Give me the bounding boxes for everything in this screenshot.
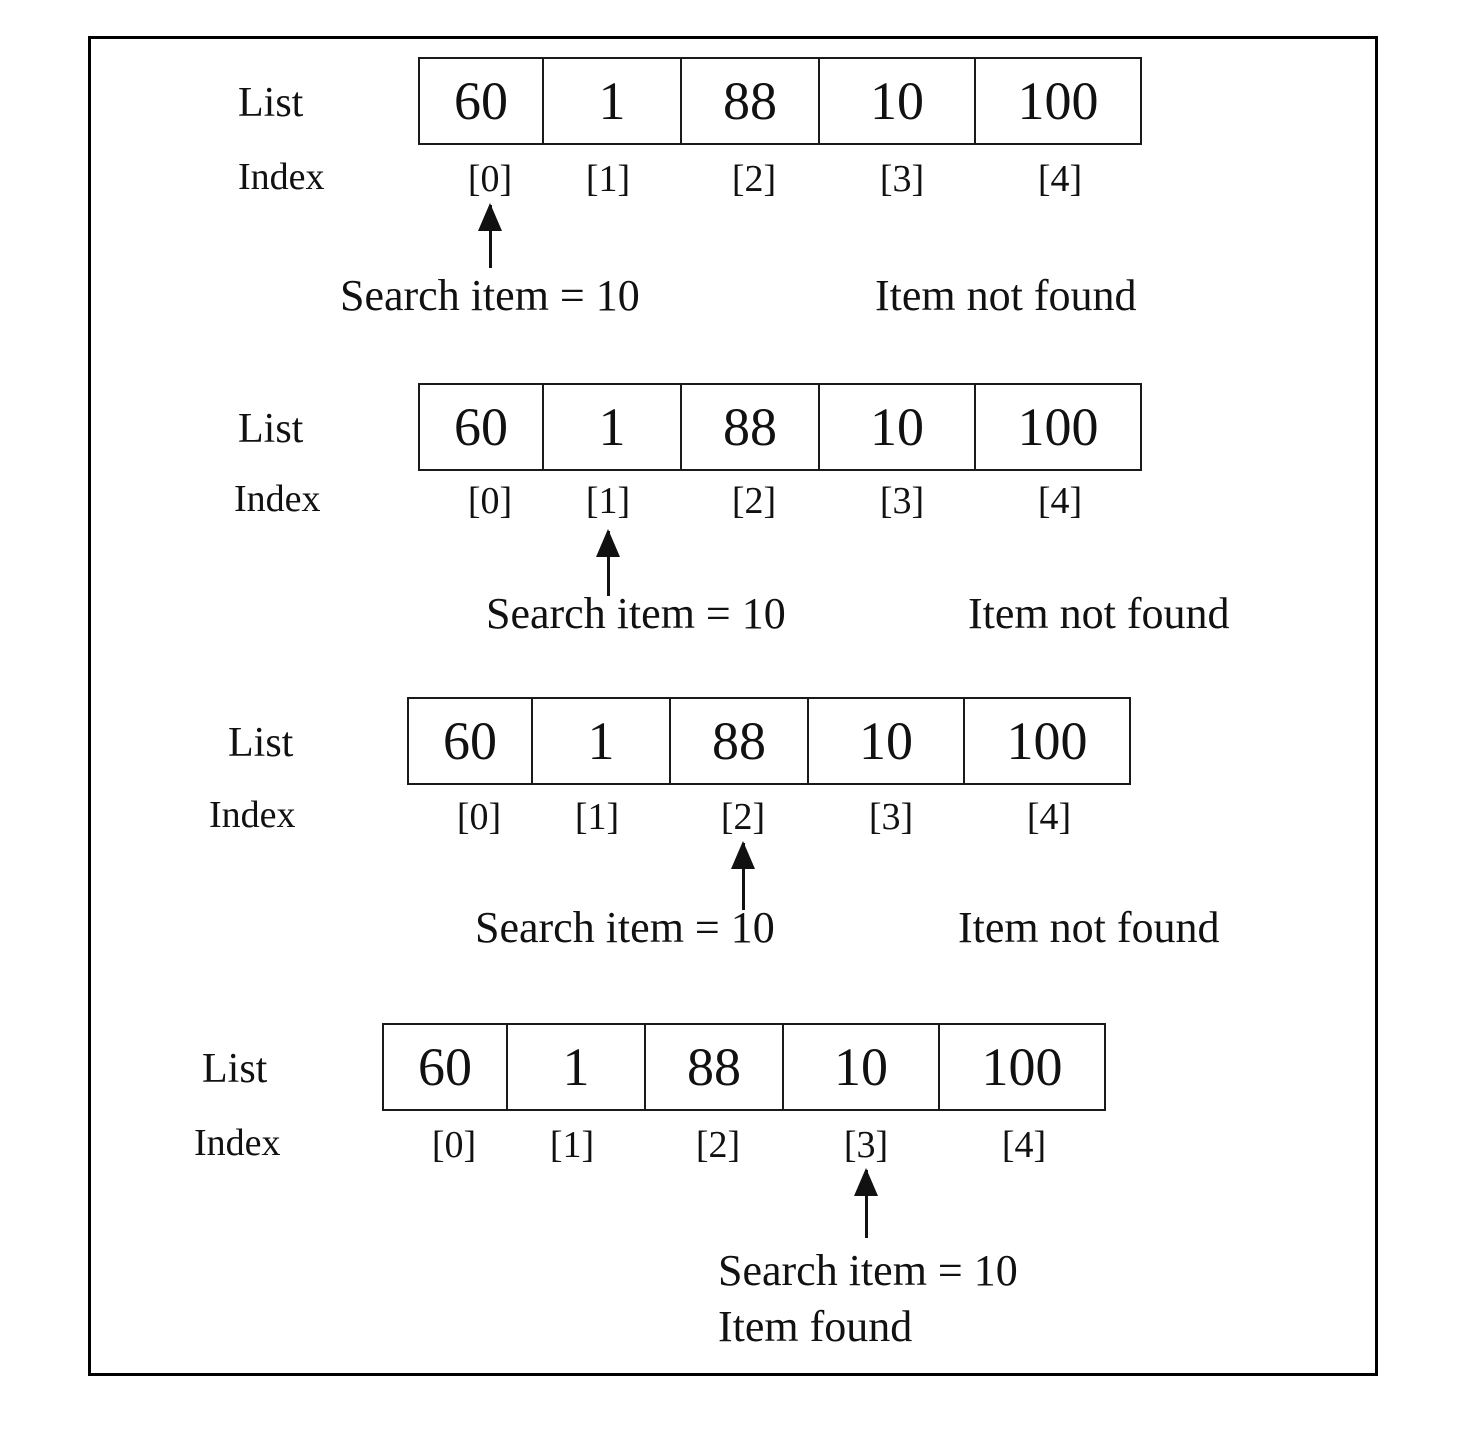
list-cell: 60 — [384, 1025, 508, 1109]
result-text: Item not found — [958, 903, 1220, 952]
list-cell: 100 — [981, 1037, 1063, 1097]
list-cell: 100 — [1006, 711, 1088, 771]
index-value: [3] — [868, 796, 914, 838]
list-cell: 10 — [809, 699, 965, 783]
index-label: Index — [234, 478, 321, 520]
index-value: [2] — [695, 1124, 741, 1166]
list-cell: 1 — [544, 385, 682, 469]
list-label: List — [238, 80, 304, 126]
search-item-text: Search item = 10 — [486, 589, 786, 638]
list-cell: 1 — [533, 699, 671, 783]
list-cell: 88 — [646, 1025, 784, 1109]
list-cell: 60 — [409, 699, 533, 783]
index-value: [3] — [843, 1124, 889, 1166]
index-value: [1] — [574, 796, 620, 838]
index-value: [4] — [1026, 796, 1072, 838]
pointer-arrow-icon — [596, 529, 620, 596]
list-cell: 1 — [544, 59, 682, 143]
index-value: [2] — [731, 480, 777, 522]
list-cell: 10 — [820, 385, 976, 469]
diagram-frame — [88, 36, 1378, 1376]
list-cell: 88 — [682, 59, 820, 143]
pointer-arrow-icon — [731, 841, 755, 910]
index-value: [4] — [1001, 1124, 1047, 1166]
index-value: [4] — [1037, 480, 1083, 522]
list-cell: 10 — [784, 1025, 940, 1109]
index-value: [4] — [1037, 158, 1083, 200]
search-item-text: Search item = 10 — [718, 1246, 1018, 1295]
index-label: Index — [238, 156, 325, 198]
search-item-text: Search item = 10 — [475, 903, 775, 952]
index-value: [0] — [431, 1124, 477, 1166]
list-cell: 60 — [420, 385, 544, 469]
result-text: Item not found — [875, 271, 1137, 320]
index-value: [0] — [467, 158, 513, 200]
list-cell: 88 — [671, 699, 809, 783]
list-cell: 88 — [682, 385, 820, 469]
result-text: Item found — [718, 1302, 913, 1351]
index-value: [1] — [585, 158, 631, 200]
list-cell: 60 — [420, 59, 544, 143]
index-value: [3] — [879, 158, 925, 200]
list-label: List — [238, 406, 304, 452]
list-label: List — [228, 720, 294, 766]
index-value: [0] — [467, 480, 513, 522]
index-value: [1] — [585, 480, 631, 522]
list-cell: 1 — [508, 1025, 646, 1109]
list-cell: 100 — [1017, 71, 1099, 131]
list-label: List — [202, 1046, 268, 1092]
pointer-arrow-icon — [478, 203, 502, 268]
index-value: [2] — [731, 158, 777, 200]
index-value: [0] — [456, 796, 502, 838]
list-cell: 100 — [1017, 397, 1099, 457]
index-value: [1] — [549, 1124, 595, 1166]
search-item-text: Search item = 10 — [340, 271, 640, 320]
index-label: Index — [194, 1122, 281, 1164]
list-cell: 10 — [820, 59, 976, 143]
result-text: Item not found — [968, 589, 1230, 638]
index-value: [2] — [720, 796, 766, 838]
index-value: [3] — [879, 480, 925, 522]
pointer-arrow-icon — [854, 1168, 878, 1238]
index-label: Index — [209, 794, 296, 836]
